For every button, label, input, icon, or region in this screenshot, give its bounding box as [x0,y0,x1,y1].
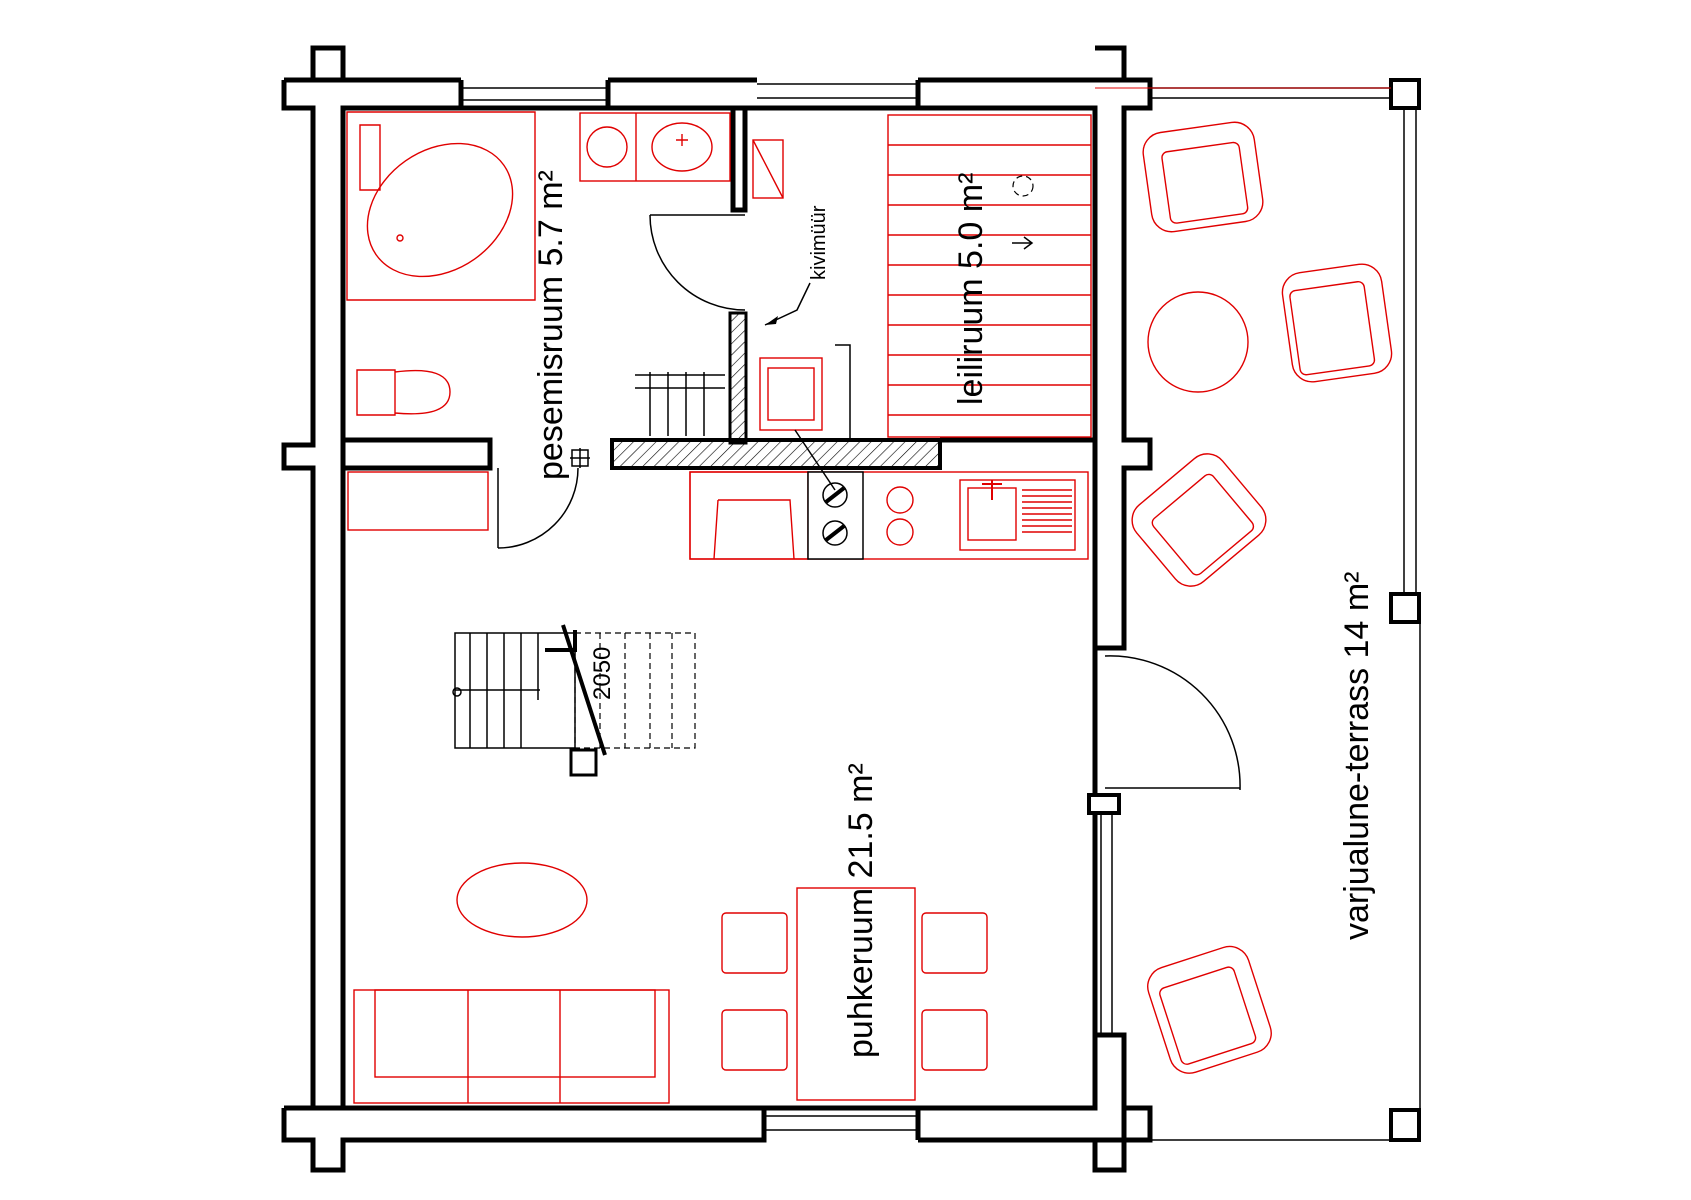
bathtub-basin [366,142,514,278]
chair-1 [721,912,788,974]
chair-2 [721,1009,788,1071]
stair-upper-dashed [574,632,696,749]
storage-box [752,139,784,199]
terrace-label: varjualune-terrass 14 m² [1338,572,1376,940]
arrow-icon [1012,236,1034,250]
washroom-fixtures [346,111,731,531]
terrace-edge [1150,620,1421,1141]
bench-washroom [347,471,489,531]
armchair-1-seat [1161,141,1249,224]
stone-wall-label: kivimüür [808,205,830,280]
kitchen-faucet [982,480,1002,500]
bathtub-rim [359,124,381,191]
kitchen-sink [959,479,1076,551]
terrace-round-table [1147,291,1249,393]
stair-start-marker [452,687,462,697]
door-washroom [497,467,579,549]
door-post [1087,793,1121,815]
armchair-3-seat [1151,473,1255,576]
terrace-post-middle [1389,592,1421,624]
toilet [356,369,451,416]
stair-dimension: 2050 [589,647,616,700]
armchair-4 [1147,945,1272,1074]
stair-treads [455,633,540,748]
coffee-table [456,862,588,938]
terrace-furniture [1131,121,1393,1074]
armchair-2 [1281,263,1393,383]
kitchen [689,429,1089,560]
stair-post [569,748,598,777]
washroom-label: pesemisruum 5.7 m² [532,170,570,480]
armchair-2-seat [1289,280,1376,376]
sauna-steps [635,372,725,436]
hotplate-1 [886,486,914,514]
terrace-side-rail [1403,108,1417,594]
right-window [1100,812,1113,1035]
terrace-post-bottom [1389,1108,1421,1142]
sauna-label: leiliruum 5.0 m² [952,173,990,405]
washbasin [651,122,713,172]
dining-table [796,887,916,1101]
sauna-wall-top [730,108,748,213]
fridge [689,471,809,560]
sauna-fixtures [635,114,1092,440]
terrace-structure [1095,78,1421,1142]
bath-drain [396,234,404,242]
window-bottom [764,1115,918,1131]
fridge-inner [713,499,795,560]
lounge-label: puhkeruum 21.5 m² [842,763,880,1058]
lamp-icon [1012,175,1034,197]
right-wall-top [1092,45,1153,651]
window-top-left [461,87,608,101]
heater-guard [835,344,851,440]
interior-wall-washroom [343,437,493,471]
sofa-seat [374,989,656,1078]
sofa [353,989,670,1104]
top-wall-inner [343,80,921,111]
chair-4 [921,1009,988,1071]
burner-1 [822,482,848,508]
corner-bathtub [346,111,536,301]
door-sauna [649,214,746,311]
terrace-top-beam [1150,87,1390,99]
door-entrance [1104,655,1241,791]
kitchen-counter [689,471,1089,560]
hotplate-2 [886,518,914,546]
lounge-furniture [353,862,988,1104]
bench-slats [888,144,1091,416]
sauna-heater [759,357,823,431]
stone-wall [610,438,942,470]
sink-cabinet [579,112,731,182]
callout-leader [764,282,811,326]
stone-wall-vertical [728,311,748,445]
burner-2 [822,520,848,546]
armchair-3 [1131,453,1267,587]
chimney-link [794,429,836,491]
walls [281,45,1153,1173]
armchair-4-seat [1159,966,1257,1065]
stairs: 2050 [452,624,696,777]
doors [497,214,1241,791]
window-top-right [757,83,918,99]
washer [586,126,628,168]
faucet [676,134,688,146]
sauna-bench [887,114,1092,438]
floor-drain [570,448,590,468]
terrace-post-top [1389,78,1421,110]
log-corner-bottom-left [281,1105,767,1173]
chair-3 [921,912,988,974]
stone-wall-callout: kivimüür [764,205,830,326]
armchair-1 [1142,121,1264,233]
log-corner-top-left [281,45,346,1111]
stove [807,471,864,560]
right-wall-bottom [1092,1032,1127,1108]
drainboard [1022,489,1072,533]
heater-inner [767,367,815,421]
